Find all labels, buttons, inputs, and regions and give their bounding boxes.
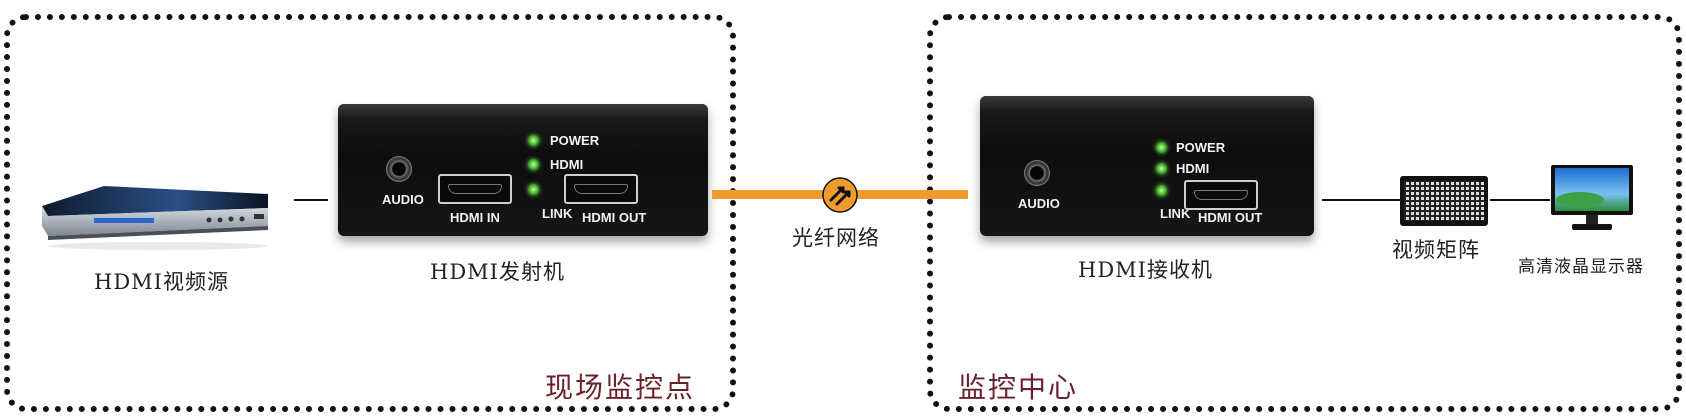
hdmi-cable [294,199,328,201]
hdmi-led-icon [1156,163,1167,174]
power-led-icon [1156,142,1167,153]
hdmi-transmitter-caption: HDMI发射机 [430,260,565,284]
hdmi-receiver: AUDIO POWER HDMI LINK HDMI OUT [980,96,1314,236]
lcd-monitor-icon [1551,165,1633,230]
device-top-edge [338,104,708,118]
audio-label: AUDIO [1018,196,1060,211]
hdmi-transmitter: AUDIO HDMI IN POWER HDMI LINK HDMI OUT [338,104,708,236]
link-label: LINK [542,206,573,221]
video-matrix-caption: 视频矩阵 [1392,238,1480,262]
hdmi-out-port-icon [1184,180,1258,210]
fiber-network-caption: 光纤网络 [792,226,880,250]
dvd-player-icon [42,186,268,250]
field-monitoring-label: 现场监控点 [545,371,696,404]
power-label: POWER [1176,140,1226,155]
hdmi-led-label: HDMI [550,157,584,172]
link-label: LINK [1160,206,1191,221]
hdmi-in-port-icon [438,174,512,204]
power-led-icon [528,135,539,146]
hdmi-out-label: HDMI OUT [1198,210,1263,225]
hdmi-receiver-caption: HDMI接收机 [1078,258,1213,282]
monitoring-center-zone [927,14,1682,412]
monitoring-center-label: 监控中心 [958,371,1079,404]
audio-label: AUDIO [382,192,424,207]
field-monitoring-zone [4,14,736,412]
hdmi-in-label: HDMI IN [450,210,500,225]
display-cable [1490,199,1550,201]
video-cable [1322,199,1400,201]
hdmi-led-icon [528,159,539,170]
hdmi-out-label: HDMI OUT [582,210,647,225]
link-led-icon [1156,185,1167,196]
fiber-transfer-icon [822,177,858,213]
audio-jack-icon [386,156,412,182]
hdmi-source-caption: HDMI视频源 [94,270,229,294]
power-label: POWER [550,133,600,148]
lcd-monitor-caption: 高清液晶显示器 [1518,257,1644,277]
device-top-edge [980,96,1314,110]
audio-jack-icon [1024,160,1050,186]
hdmi-out-port-icon [564,174,638,204]
link-led-icon [528,184,539,195]
video-matrix-icon [1400,176,1488,226]
hdmi-led-label: HDMI [1176,161,1210,176]
